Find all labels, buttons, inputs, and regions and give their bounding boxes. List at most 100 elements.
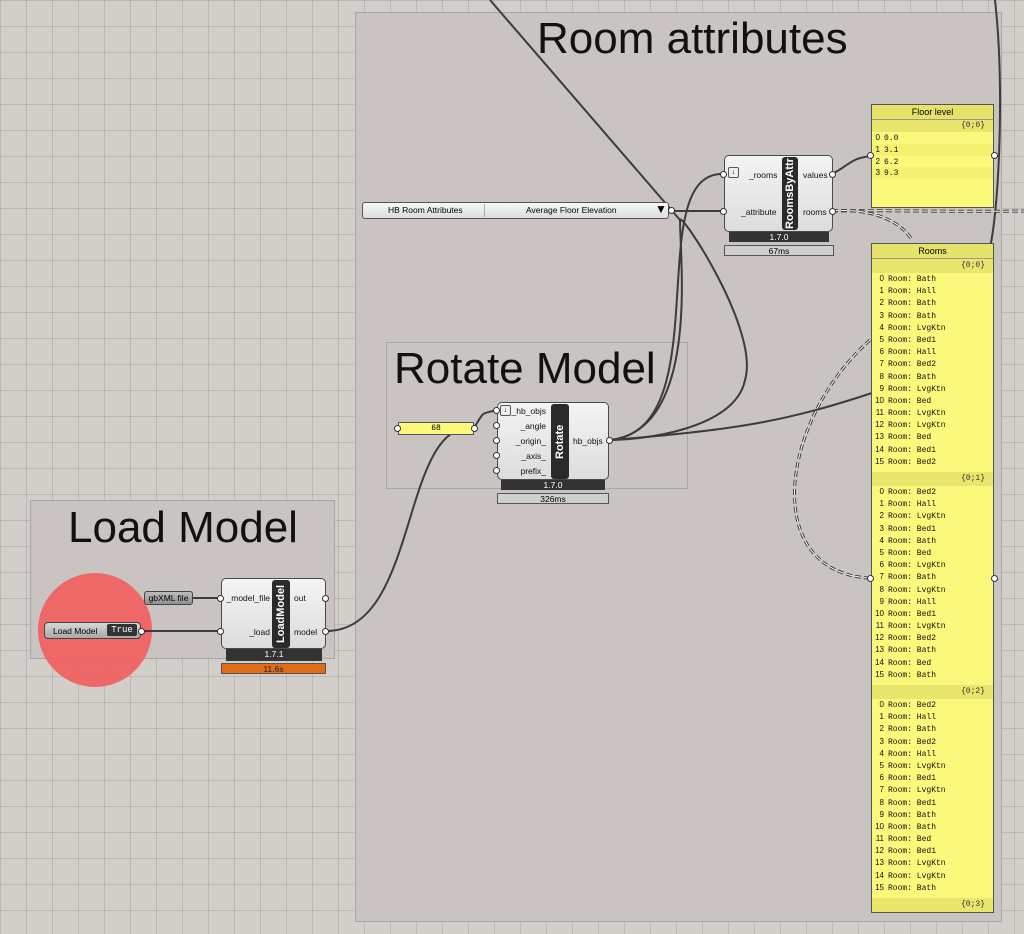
- rotate-port-in-5[interactable]: [493, 467, 500, 474]
- rotate-component[interactable]: Rotate ↓ _hb_objs _angle _origin_ _axis_…: [497, 402, 609, 480]
- gbxml-file-label: gbXML file: [148, 593, 189, 603]
- row-value: Room: Bed: [888, 548, 932, 558]
- row-value: 6.2: [884, 157, 899, 167]
- load-model-port-out-1[interactable]: [322, 595, 329, 602]
- row-value: Room: Bath: [888, 311, 937, 321]
- rotate-input-axis[interactable]: _axis_: [521, 451, 546, 461]
- row-index: 6: [879, 347, 884, 357]
- rooms-by-attr-version: 1.7.0: [729, 232, 829, 242]
- load-model-port-out-2[interactable]: [322, 628, 329, 635]
- rooms-by-attr-port-in-1[interactable]: [720, 171, 727, 178]
- floor-panel-port-in[interactable]: [867, 152, 874, 159]
- group-title-rotate-model: Rotate Model: [394, 344, 656, 393]
- rooms-branch-path: {0;3}: [872, 898, 993, 912]
- load-model-toggle[interactable]: Load Model True: [44, 622, 141, 639]
- rotate-input-origin[interactable]: _origin_: [515, 436, 546, 446]
- toggle-port-out[interactable]: [138, 628, 145, 635]
- row-index: 6: [879, 773, 884, 783]
- row-value: Room: Bath: [888, 299, 937, 309]
- rooms-by-attr-input-attribute[interactable]: _attribute: [741, 207, 777, 217]
- floor-panel-port-out[interactable]: [991, 152, 998, 159]
- row-index: 14: [875, 657, 884, 667]
- row-value: Room: LvgKtn: [888, 585, 946, 595]
- rotate-port-in-4[interactable]: [493, 452, 500, 459]
- row-index: 13: [875, 432, 884, 442]
- row-index: 9: [879, 596, 884, 606]
- rooms-by-attr-port-in-2[interactable]: [720, 208, 727, 215]
- row-value: Room: Bath: [888, 810, 937, 820]
- rotate-output-hb-objs[interactable]: hb_objs: [573, 436, 603, 446]
- row-index: 2: [879, 298, 884, 308]
- row-index: 7: [879, 572, 884, 582]
- row-value: Room: Bed1: [888, 445, 937, 455]
- flatten-icon[interactable]: ↓: [728, 167, 739, 178]
- rooms-by-attr-port-out-2[interactable]: [829, 208, 836, 215]
- rotate-input-hb-objs[interactable]: _hb_objs: [511, 406, 546, 416]
- toggle-value[interactable]: True: [107, 624, 137, 636]
- rooms-by-attr-input-rooms[interactable]: _rooms: [749, 170, 778, 180]
- load-model-component[interactable]: LoadModel _model_file _load out model: [221, 578, 326, 649]
- row-value: Room: LvgKtn: [888, 622, 946, 632]
- row-value: Room: Hall: [888, 597, 937, 607]
- rotate-port-in-2[interactable]: [493, 422, 500, 429]
- chevron-down-icon[interactable]: ▼: [655, 202, 667, 216]
- row-index: 14: [875, 444, 884, 454]
- rooms-branch-path: {0;1}: [872, 472, 993, 486]
- load-model-port-in-1[interactable]: [217, 595, 224, 602]
- rooms-by-attr-port-out-1[interactable]: [829, 171, 836, 178]
- row-value: Room: Bed2: [888, 488, 937, 497]
- row-value: Room: Bath: [888, 670, 937, 680]
- rotate-input-angle[interactable]: _angle: [520, 421, 546, 431]
- row-index: 10: [875, 821, 884, 831]
- load-model-input-model-file[interactable]: _model_file: [226, 593, 270, 603]
- rooms-by-attr-component[interactable]: RoomsByAttr ↓ _rooms _attribute values r…: [724, 155, 833, 232]
- rooms-panel-port-in[interactable]: [867, 575, 874, 582]
- angle-panel[interactable]: 68: [398, 422, 474, 435]
- angle-panel-port-out[interactable]: [471, 425, 478, 432]
- angle-panel-port-in[interactable]: [394, 425, 401, 432]
- row-value: Room: LvgKtn: [888, 512, 946, 522]
- load-model-output-out[interactable]: out: [294, 593, 306, 603]
- load-model-output-model[interactable]: model: [294, 627, 318, 637]
- rooms-by-attr-output-values[interactable]: values: [803, 170, 828, 180]
- load-model-port-in-2[interactable]: [217, 628, 224, 635]
- rotate-port-in-1[interactable]: [493, 407, 500, 414]
- rooms-branch-path: {0;0}: [872, 259, 993, 273]
- rotate-port-in-3[interactable]: [493, 437, 500, 444]
- graft-icon[interactable]: ↓: [500, 405, 511, 416]
- row-index: 13: [875, 858, 884, 868]
- row-index: 1: [879, 712, 884, 722]
- row-value: 3.1: [884, 145, 899, 155]
- rooms-panel-port-out[interactable]: [991, 575, 998, 582]
- row-index: 12: [875, 633, 884, 643]
- row-index: 8: [879, 371, 884, 381]
- rotate-port-out-1[interactable]: [606, 437, 613, 444]
- rotate-input-prefix[interactable]: prefix_: [520, 466, 546, 476]
- rooms-by-attr-timer: 67ms: [724, 245, 834, 256]
- rooms-by-attr-output-rooms[interactable]: rooms: [803, 207, 827, 217]
- row-value: Room: Bath: [888, 646, 937, 656]
- row-index: 5: [879, 334, 884, 344]
- load-model-input-load[interactable]: _load: [249, 627, 270, 637]
- gbxml-file-param[interactable]: gbXML file: [144, 591, 193, 605]
- value-list-output-port[interactable]: [668, 207, 675, 214]
- value-list-room-attributes[interactable]: HB Room Attributes Average Floor Elevati…: [362, 202, 669, 219]
